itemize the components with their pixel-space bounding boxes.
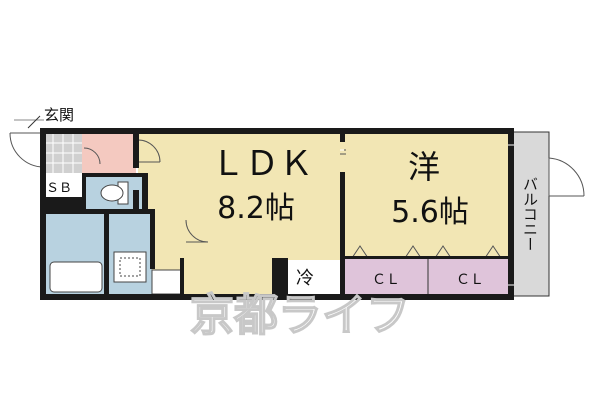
windows — [340, 144, 514, 286]
watermark-text: 京都ライフ — [190, 290, 410, 341]
ldk-name-label: ＬＤＫ — [211, 144, 313, 184]
genkan-tile — [44, 133, 82, 173]
walls — [40, 128, 514, 300]
closet-right — [427, 257, 513, 297]
western-room — [344, 133, 512, 258]
western-size-label: 5.6帖 — [391, 195, 469, 230]
ldk-size-label: 8.2帖 — [217, 191, 295, 226]
washbasin — [151, 269, 183, 295]
balcony-door — [548, 157, 585, 197]
washer-drum — [119, 257, 141, 277]
shoebox-label: ＳＢ — [46, 181, 72, 196]
entrance-label: 玄関 — [44, 106, 74, 124]
closet-door-marks — [351, 245, 502, 259]
washing-machine — [113, 251, 147, 283]
closet-right-label: ＣＬ — [456, 272, 484, 288]
shoebox-area — [44, 175, 82, 197]
fridge-space — [287, 260, 343, 296]
fridge-label: 冷 — [296, 268, 314, 289]
western-name-label: 洋 — [408, 148, 440, 186]
balcony-label: バルコニー — [521, 177, 539, 252]
closet-left-label: ＣＬ — [372, 272, 400, 288]
entrance-pointer — [27, 115, 41, 129]
balcony-area — [511, 131, 550, 297]
kitchen-strip — [184, 260, 274, 296]
interior-doors — [83, 139, 346, 243]
bathtub — [49, 261, 103, 293]
entry-hall — [82, 133, 136, 173]
entrance-door — [9, 119, 45, 168]
toilet-fixture — [100, 181, 129, 205]
